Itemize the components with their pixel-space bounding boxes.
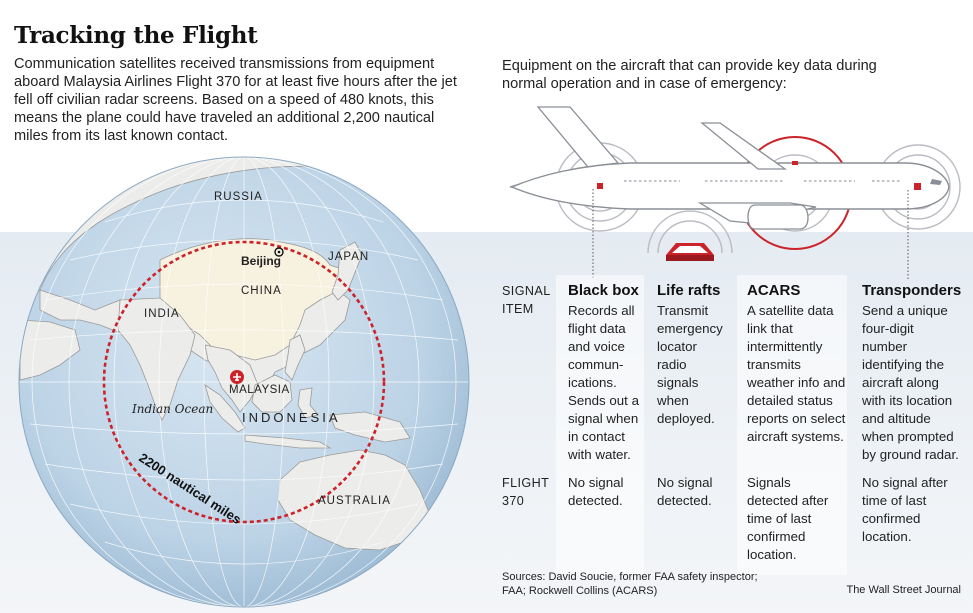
range-ring (102, 240, 386, 524)
land-sulawesi (297, 387, 319, 419)
aircraft-cockpit (930, 179, 942, 185)
aircraft-diagram (509, 106, 961, 280)
label-india: INDIA (144, 308, 180, 320)
label-malaysia: MALAYSIA (229, 384, 290, 396)
land-philippines (284, 334, 306, 381)
label-australia: AUSTRALIA (318, 495, 391, 507)
label-indian-ocean: Indian Ocean (131, 402, 213, 416)
land-new-guinea (329, 411, 411, 443)
aircraft-tail-fin (536, 106, 620, 168)
globe-map: RUSSIA JAPAN Beijing CHINA INDIA MALAYSI… (18, 156, 470, 608)
black-box-flight-status: No signal detected. (568, 475, 624, 508)
acars-marker (792, 161, 798, 165)
label-china: CHINA (241, 285, 282, 297)
graticule (19, 157, 469, 607)
row-label-signal-item: SIGNAL ITEM (502, 284, 551, 316)
transponders-heading: Transponders (862, 282, 962, 299)
transponder-marker (914, 183, 921, 190)
sources-note: Sources: David Soucie, former FAA safety… (502, 571, 758, 597)
column-black-box: Black box Records all flight data and vo… (568, 281, 643, 464)
column-life-rafts: Life rafts Transmit emergency locator ra… (657, 281, 729, 428)
leader-lines (592, 189, 909, 280)
black-box-description: Records all flight data and voice commun… (568, 303, 639, 462)
black-box-marker (597, 183, 603, 189)
label-japan: JAPAN (328, 251, 369, 263)
land-china (159, 238, 346, 361)
black-box-heading: Black box (568, 282, 639, 299)
beijing-marker (274, 247, 284, 257)
column-band-black-box (556, 275, 644, 575)
transponders-flight-status: No signal after time of last confirmed l… (862, 475, 948, 544)
acars-heading: ACARS (747, 282, 801, 299)
label-indonesia: INDONESIA (242, 410, 341, 425)
life-rafts-flight-status: No signal detected. (657, 475, 713, 508)
intro-text: Communication satellites received transm… (14, 56, 457, 144)
land-borneo (251, 374, 293, 413)
column-transponders: Transponders Send a unique four-digit nu… (862, 281, 962, 464)
aircraft-wing-far (700, 122, 788, 170)
acars-flight-status: Signals detected after time of last conf… (747, 475, 829, 562)
land-java-islands (244, 434, 332, 449)
life-raft-signal-rings (647, 210, 733, 254)
column-acars: ACARS A satellite data link that intermi… (747, 281, 847, 446)
label-beijing: Beijing (241, 254, 281, 268)
equipment-subtitle: Equipment on the aircraft that can provi… (502, 58, 877, 92)
plane-marker-icon (230, 370, 244, 384)
life-rafts-description: Transmit emergency locator radio signals… (657, 303, 723, 426)
row-label-flight-370: FLIGHT 370 (502, 476, 550, 508)
aircraft-engine (747, 204, 809, 230)
land-sumatra (204, 384, 246, 433)
life-raft-icon (666, 243, 714, 261)
page-title: Tracking the Flight (14, 22, 258, 49)
column-band-acars (737, 275, 847, 575)
label-russia: RUSSIA (214, 191, 263, 203)
transponders-description: Send a unique four-digit number identify… (862, 303, 959, 462)
acars-description: A satellite data link that intermittentl… (747, 303, 846, 444)
land-india (117, 297, 196, 421)
aircraft-fuselage (510, 162, 950, 210)
life-rafts-heading: Life rafts (657, 282, 721, 299)
globe-outline (18, 156, 470, 608)
credit-line: The Wall Street Journal (846, 584, 961, 596)
